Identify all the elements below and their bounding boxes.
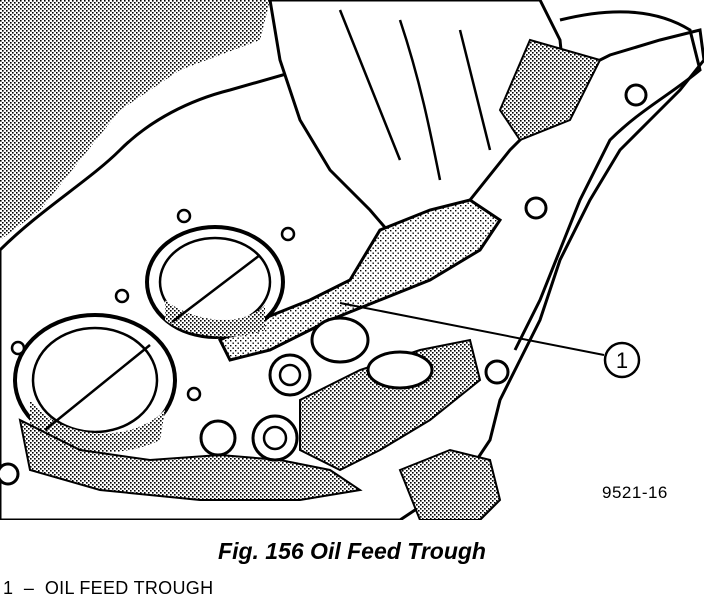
- camshaft-bore-lower: [13, 313, 177, 453]
- finger-lines: [338, 9, 492, 181]
- front-cover-flange: [513, 10, 702, 351]
- bolt-hole-lower-right: [484, 359, 510, 385]
- lifter-bore-4: [310, 316, 370, 364]
- bolt-hole-b: [280, 226, 296, 242]
- bolt-hole-a: [176, 208, 192, 224]
- bolt-hole-right: [524, 196, 548, 220]
- callout-number: 1: [616, 348, 628, 373]
- lifter-bore-3-inner: [262, 425, 288, 451]
- lifter-bore-5: [366, 350, 434, 390]
- camshaft-bore-upper: [145, 225, 285, 339]
- bolt-hole-d: [10, 340, 26, 356]
- legend-item: 1 – OIL FEED TROUGH: [3, 578, 213, 599]
- bolt-hole-e: [186, 386, 202, 402]
- lifter-bore-1-inner: [278, 363, 302, 387]
- legend-number: 1: [3, 578, 14, 598]
- figure-id: 9521-16: [602, 483, 668, 502]
- callout-leader-line: [339, 302, 605, 356]
- legend-label: OIL FEED TROUGH: [44, 578, 214, 598]
- lower-right-casting: [398, 448, 502, 520]
- background-shading: [0, 0, 270, 240]
- figure-caption: Fig. 156 Oil Feed Trough: [218, 538, 486, 564]
- bolt-hole-upper-right: [624, 83, 648, 107]
- bolt-hole-f: [0, 462, 20, 486]
- oil-feed-trough-illustration: 1: [0, 0, 704, 520]
- oil-feed-trough: [217, 198, 503, 362]
- valley-floor-shading: [18, 418, 363, 501]
- sleeve-shading: [498, 38, 602, 142]
- callout-circle: [603, 341, 641, 379]
- legend-separator: –: [23, 578, 35, 598]
- bolt-hole-c: [114, 288, 130, 304]
- lifter-bore-2: [199, 419, 237, 457]
